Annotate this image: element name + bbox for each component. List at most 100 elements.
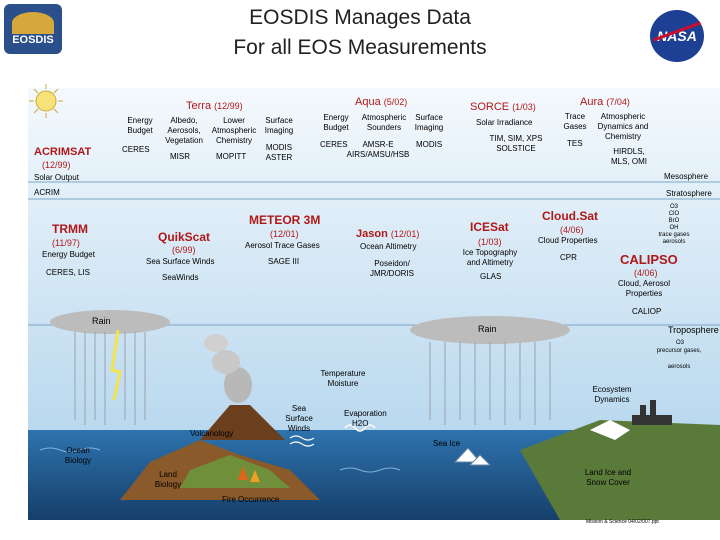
wind-icon [289,435,315,447]
nasa-logo-text: NASA [657,28,697,44]
terra-inst-ceres: CERES [122,145,150,154]
meteor-meas: Aerosol Trace Gases [245,241,320,250]
land-biology-label: Land Biology [154,470,182,489]
quikscat-date: (6/99) [172,245,196,255]
snow-cap [590,420,630,440]
trmm-name: TRMM [52,222,88,236]
strat-species-aerosols: aerosols [662,239,686,245]
land-hills [180,455,290,488]
fire-label: Fire Occurrence [222,495,280,504]
evaporation-label: Evaporation [344,409,387,418]
aura-header: Aura (7/04) [580,96,630,108]
trmm-inst: CERES, LIS [46,268,91,277]
strat-species-bro: BrO [668,218,680,224]
jason-name: Jason [356,228,388,240]
sorce-date: (1/03) [512,102,536,112]
rain-cloud-left [50,310,170,334]
icesat-inst: GLAS [480,272,502,281]
rain-cloud-right [410,316,570,344]
quikscat-meas: Sea Surface Winds [146,257,215,266]
terra-meas-chemistry: Lower Atmospheric Chemistry [211,116,257,145]
cloudsat-name: Cloud.Sat [542,209,598,223]
icesat-date: (1/03) [478,237,502,247]
aura-meas-dynamics: Atmospheric Dynamics and Chemistry [597,112,649,141]
aqua-meas-sounders: Atmospheric Sounders [361,113,407,132]
trop-species-precursor: precursor gases, [656,348,702,354]
quikscat-inst: SeaWinds [162,273,199,282]
aqua-header: Aqua (5/02) [355,96,407,108]
trop-species-o3: O3 [675,340,684,346]
eosdis-logo: EOSDIS [4,4,62,54]
nasa-logo: NASA [644,8,710,64]
h2o-label: H2O [352,419,369,428]
icesat-meas: Ice Topography and Altimetry [462,248,518,267]
sorce-inst: TIM, SIM, XPS SOLSTICE [489,134,543,153]
strat-species-o3: O3 [669,204,678,210]
trop-species-aerosols: aerosols [667,364,691,370]
jason-inst: Poseidon/ JMR/DORIS [370,259,414,278]
calipso-meas: Cloud, Aerosol Properties [617,279,671,298]
jason-date: (12/01) [390,229,420,239]
meteor-date: (12/01) [270,229,299,239]
cloudsat-meas: Cloud Properties [538,236,598,245]
aqua-meas-energy: Energy Budget [323,113,349,132]
meteor-name: METEOR 3M [249,213,321,227]
troposphere-label: Troposphere [668,325,719,335]
acrimsat-date: (12/99) [42,160,71,170]
sorce-header: SORCE (1/03) [470,101,536,113]
aura-inst-hirdls: HIRDLS, MLS, OMI [610,147,647,166]
sky-panel [28,88,720,433]
strat-species-clo: ClO [668,211,680,217]
land-ice-label: Land Ice and Snow Cover [584,468,632,487]
slide-title-line1: EOSDIS Manages Data [249,6,471,29]
volcano [200,405,285,440]
aura-date: (7/04) [606,97,630,107]
quikscat-name: QuikScat [158,230,211,244]
icesat-name: ICESat [470,220,509,234]
aura-name: Aura [580,96,604,108]
terra-inst-mopitt: MOPITT [216,152,247,161]
mesosphere-label: Mesosphere [664,172,709,181]
sorce-name: SORCE [470,101,510,113]
terra-inst-misr: MISR [170,152,190,161]
calipso-date: (4/06) [634,268,658,278]
sun-icon [29,84,63,118]
terra-header: Terra (12/99) [186,100,243,112]
aqua-date: (5/02) [383,97,408,107]
ecosystem-label: Ecosystem Dynamics [592,385,632,404]
aqua-inst-modis: MODIS [416,140,443,149]
lightning [110,329,122,401]
sorce-meas: Solar Irradiance [476,118,533,127]
eosdis-logo-text: EOSDIS [12,34,54,46]
trmm-meas: Energy Budget [42,250,95,259]
factory-icon [632,400,672,425]
volcanology-label: Volcanology [190,429,234,438]
calipso-name: CALIPSO [620,252,678,267]
terra-meas-imaging: Surface Imaging [264,116,294,135]
stratosphere-label: Stratosphere [666,189,712,198]
volcano-plume [224,367,252,403]
evaporation-icon [344,424,376,432]
fire-icon [238,466,260,482]
sea-ice-label: Sea Ice [433,439,461,448]
strat-species-oh: OH [669,225,679,231]
aura-meas-trace: Trace Gases [563,112,587,131]
cloudsat-inst: CPR [560,253,577,262]
trmm-date: (11/97) [52,238,80,248]
strat-species-trace: trace gases [658,232,690,238]
terra-meas-energy: Energy Budget [127,116,153,135]
acrimsat-name: ACRIMSAT [34,146,92,158]
aqua-inst-amsr: AMSR-E AIRS/AMSU/HSB [346,140,410,159]
aqua-inst-ceres: CERES [320,140,348,149]
jason-header: Jason (12/01) [356,228,419,240]
jason-meas: Ocean Altimetry [360,242,417,251]
sea-ice-icon [453,447,492,466]
land-right [520,420,720,520]
rain-left-label: Rain [92,316,111,326]
sea-surface-winds-label: Sea Surface Winds [285,404,313,433]
calipso-inst: CALIOP [632,307,662,316]
temp-moisture-label: Temperature Moisture [320,369,366,388]
ocean-biology-label: Ocean Biology [64,446,92,465]
cloudsat-date: (4/06) [560,225,584,235]
